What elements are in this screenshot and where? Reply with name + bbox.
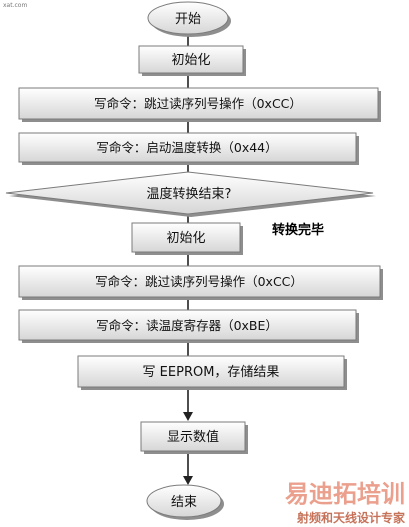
watermark-brand: 易迪拓培训 射频和天线设计专家 xyxy=(285,480,406,525)
node-decision: 温度转换结束? xyxy=(5,171,376,217)
arrow-head-display-end xyxy=(183,476,193,485)
node-display: 显示数值 xyxy=(140,421,248,454)
arrow-head-eeprom-display xyxy=(183,412,193,421)
node-init1: 初始化 xyxy=(138,45,246,76)
watermark-top-left: xat.com xyxy=(3,2,28,9)
node-start: 开始 xyxy=(147,1,231,37)
decision-yes-label: 转换完毕 xyxy=(272,222,324,238)
node-skip-rom-2: 写命令：跳过读序列号操作（0xCC） xyxy=(18,265,383,300)
node-end-label: 结束 xyxy=(171,495,197,510)
node-convert: 写命令：启动温度转换（0x44） xyxy=(18,132,359,165)
node-end: 结束 xyxy=(146,484,224,520)
node-read-scratchpad: 写命令：读温度寄存器（0xBE） xyxy=(18,309,359,343)
node-decision-label: 温度转换结束? xyxy=(147,186,232,202)
node-skip-rom-2-label: 写命令：跳过读序列号操作（0xCC） xyxy=(95,274,303,289)
node-eeprom: 写 EEPROM，存储结果 xyxy=(77,355,347,390)
node-convert-label: 写命令：启动温度转换（0x44） xyxy=(96,140,277,155)
node-eeprom-label: 写 EEPROM，存储结果 xyxy=(143,365,280,380)
watermark-brand-text: 易迪拓培训 xyxy=(285,480,405,508)
node-init2: 初始化 xyxy=(131,222,243,255)
watermark-sub-text: 射频和天线设计专家 xyxy=(296,510,406,525)
node-skip-rom-1: 写命令：跳过读序列号操作（0xCC） xyxy=(18,87,381,122)
node-start-label: 开始 xyxy=(175,12,201,27)
node-init1-label: 初始化 xyxy=(171,53,210,68)
node-init2-label: 初始化 xyxy=(166,231,205,246)
node-read-scratchpad-label: 写命令：读温度寄存器（0xBE） xyxy=(96,318,278,333)
node-skip-rom-1-label: 写命令：跳过读序列号操作（0xCC） xyxy=(94,96,302,111)
node-display-label: 显示数值 xyxy=(167,429,219,445)
